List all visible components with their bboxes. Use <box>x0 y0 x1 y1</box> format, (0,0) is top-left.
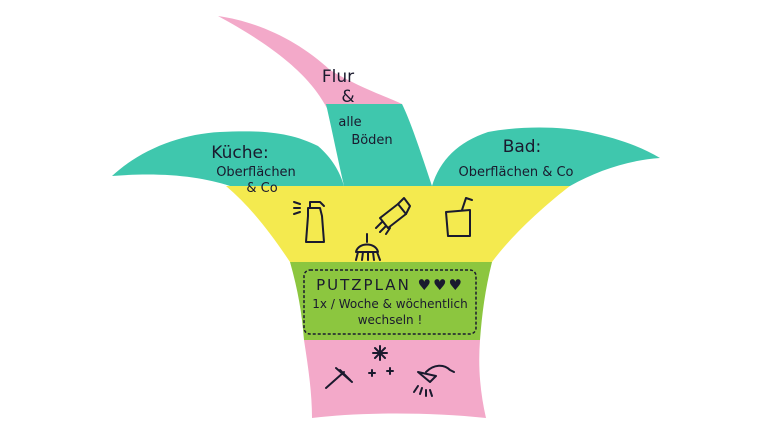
pink-pot <box>304 340 486 418</box>
putzplan-line1: 1x / Woche & wöchentlich <box>312 297 467 311</box>
green-band <box>290 262 492 340</box>
scrubbing-brush-icon <box>375 197 411 235</box>
dustpan-icon <box>445 197 473 237</box>
center-leaf-pink <box>218 16 402 110</box>
right-leaf-line1: Bad: <box>503 137 542 157</box>
spray-bottle-icon <box>293 201 325 243</box>
left-leaf-line2: Oberflächen <box>216 165 296 180</box>
center-leaf-turquoise <box>326 104 432 186</box>
putzplan-frame <box>303 269 477 335</box>
center-leaf-line1: Flur <box>322 67 354 87</box>
right-leaf-line2: Oberflächen & Co <box>458 165 573 180</box>
yellow-band <box>226 186 570 262</box>
center-leaf-line2: & <box>341 87 354 107</box>
putzplan-line2: wechseln ! <box>358 313 423 327</box>
left-leaf-line3: & Co <box>246 181 277 196</box>
putzplan-title: PUTZPLAN ♥♥♥ <box>316 276 464 294</box>
left-leaf-line1: Küche: <box>211 143 268 163</box>
sparkle-icon <box>368 345 394 377</box>
left-leaf <box>112 131 344 186</box>
center-leaf-line4: Böden <box>351 133 392 148</box>
right-leaf <box>432 127 660 186</box>
shower-head-icon <box>413 364 455 397</box>
hand-brush-icon <box>355 233 381 261</box>
center-leaf-line3: alle <box>338 115 361 130</box>
squeegee-icon <box>325 367 353 389</box>
